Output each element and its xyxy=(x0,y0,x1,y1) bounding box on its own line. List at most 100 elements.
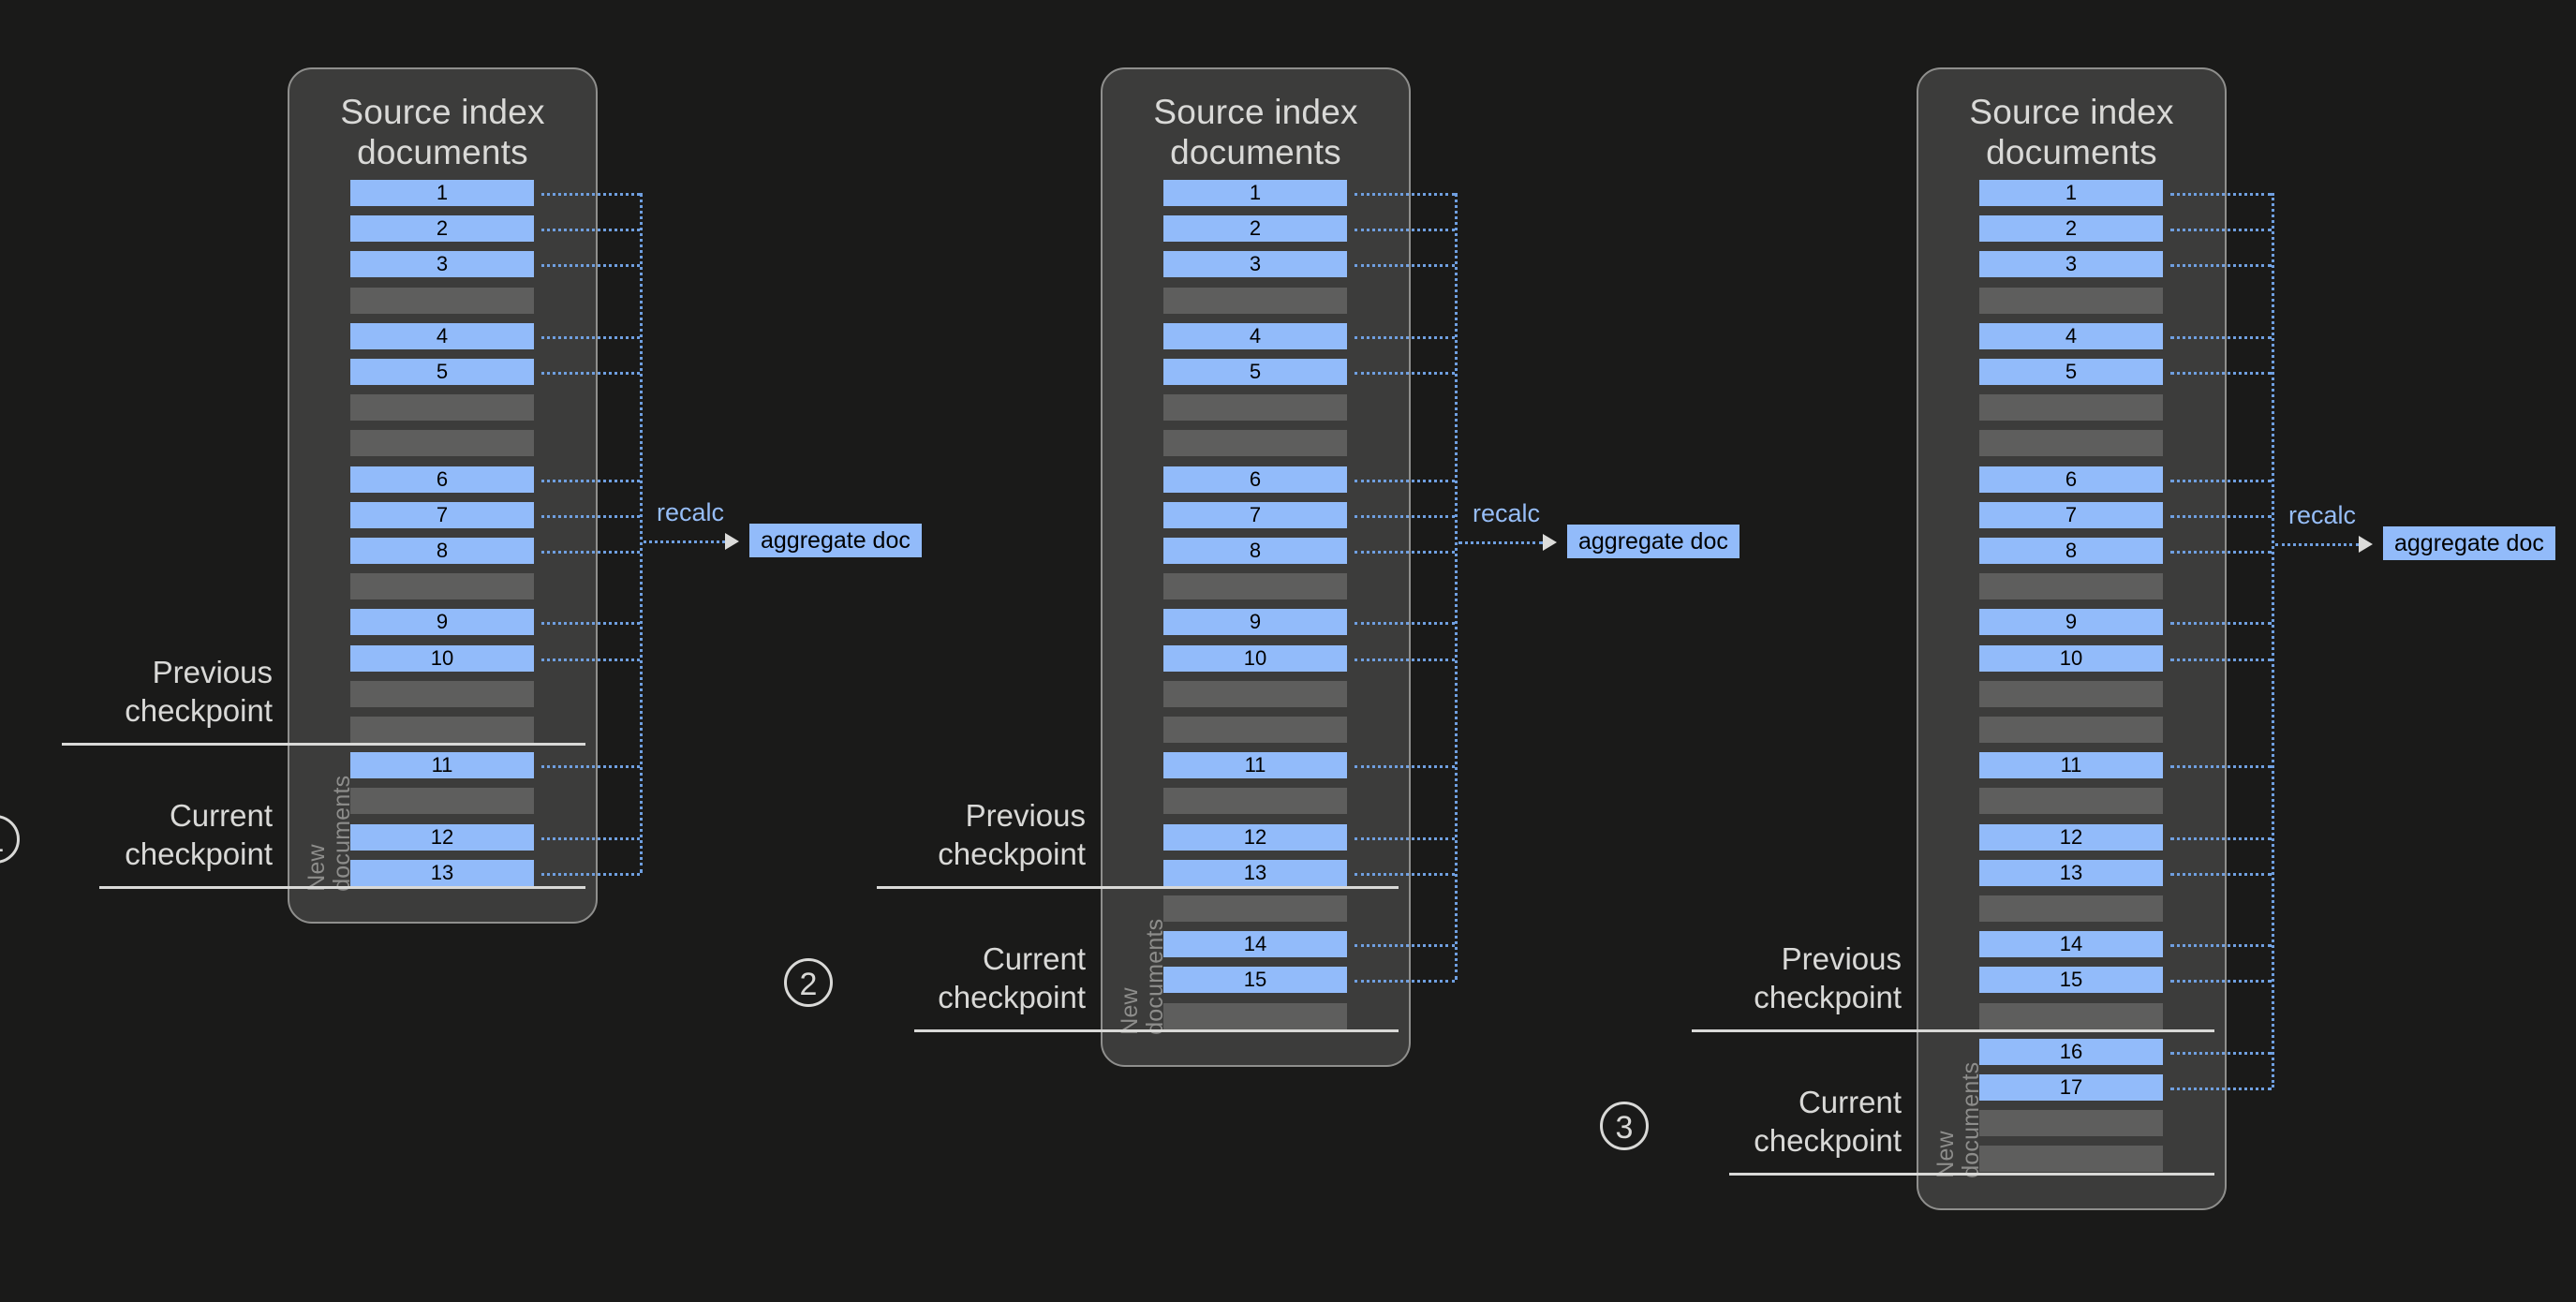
connector-line xyxy=(1355,765,1455,769)
document-row-6: 6 xyxy=(1163,466,1347,493)
document-row-1: 1 xyxy=(1163,180,1347,206)
document-row-number: 14 xyxy=(1243,932,1267,956)
document-row-empty xyxy=(1979,430,2163,457)
document-row-number: 13 xyxy=(430,860,454,884)
previous-checkpoint-divider-3 xyxy=(1692,1028,2214,1032)
connector-bus xyxy=(640,193,643,873)
document-row-number: 1 xyxy=(2065,181,2078,204)
document-row-4: 4 xyxy=(1163,322,1347,349)
document-row-12: 12 xyxy=(1163,823,1347,851)
document-row-number: 7 xyxy=(2065,502,2078,526)
connector-line xyxy=(541,836,640,840)
connector-line xyxy=(2170,872,2272,876)
document-row-12: 12 xyxy=(350,823,534,851)
connector-line xyxy=(2170,514,2272,518)
document-row-number: 11 xyxy=(2060,753,2082,777)
document-row-number: 12 xyxy=(2059,824,2083,849)
document-row-empty xyxy=(1163,717,1347,743)
document-row-empty xyxy=(1163,1002,1347,1029)
document-row-4: 4 xyxy=(350,322,534,349)
document-row-12: 12 xyxy=(1979,823,2163,851)
document-row-empty xyxy=(1979,1002,2163,1029)
document-row-number: 7 xyxy=(436,502,449,526)
document-row-9: 9 xyxy=(350,609,534,636)
document-row-number: 7 xyxy=(1249,502,1262,526)
connector-line xyxy=(2170,1051,2272,1055)
connector-line xyxy=(541,658,640,661)
document-row-11: 11 xyxy=(1979,752,2163,779)
connector-line xyxy=(1355,479,1455,482)
document-row-16: 16 xyxy=(1979,1038,2163,1065)
previous-checkpoint-divider-2 xyxy=(877,886,1399,889)
document-row-17: 17 xyxy=(1979,1074,2163,1101)
connector-line xyxy=(1355,980,1455,984)
document-row-number: 6 xyxy=(1249,466,1262,491)
connector-line xyxy=(2170,193,2272,196)
current-checkpoint-label-3: Current checkpoint xyxy=(1754,1084,1902,1158)
document-row-number: 9 xyxy=(1249,610,1262,634)
document-row-number: 8 xyxy=(1249,539,1262,562)
document-row-5: 5 xyxy=(350,359,534,385)
panel-title-1: Source index documents xyxy=(340,93,545,171)
connector-line xyxy=(541,193,640,196)
document-row-number: 5 xyxy=(2065,360,2078,383)
document-row-number: 12 xyxy=(430,824,454,849)
document-row-7: 7 xyxy=(1163,501,1347,528)
connector-line xyxy=(2170,372,2272,375)
previous-checkpoint-label-2: Previous checkpoint xyxy=(938,798,1086,871)
document-row-11: 11 xyxy=(350,752,534,779)
document-row-empty xyxy=(1979,394,2163,422)
document-row-15: 15 xyxy=(1979,967,2163,994)
step-number-badge-3: 3 xyxy=(1600,1101,1649,1150)
document-row-empty xyxy=(1163,573,1347,600)
document-row-empty xyxy=(1979,717,2163,743)
connector-line xyxy=(541,372,640,375)
recalc-arrow-line xyxy=(2275,543,2359,546)
document-row-number: 5 xyxy=(1249,360,1262,383)
document-row-number: 13 xyxy=(2059,860,2083,884)
document-row-number: 1 xyxy=(1249,181,1262,204)
document-row-number: 15 xyxy=(2059,968,2083,992)
document-row-number: 2 xyxy=(2065,216,2078,241)
current-checkpoint-label-1: Current checkpoint xyxy=(125,798,273,871)
document-row-13: 13 xyxy=(1979,859,2163,886)
aggregate-doc-box-2: aggregate doc xyxy=(1567,525,1740,558)
document-row-6: 6 xyxy=(350,466,534,493)
document-row-number: 2 xyxy=(436,216,449,241)
connector-line xyxy=(2170,944,2272,948)
connector-line xyxy=(1355,229,1455,232)
connector-line xyxy=(2170,335,2272,339)
connector-line xyxy=(1355,872,1455,876)
document-row-empty xyxy=(1163,895,1347,922)
document-row-6: 6 xyxy=(1979,466,2163,493)
recalc-arrow-head xyxy=(725,533,739,550)
document-row-13: 13 xyxy=(350,859,534,886)
document-row-number: 12 xyxy=(1243,824,1267,849)
connector-line xyxy=(1355,622,1455,626)
recalc-label-1: recalc xyxy=(657,498,725,526)
document-row-7: 7 xyxy=(1979,501,2163,528)
document-row-2: 2 xyxy=(1979,215,2163,243)
document-row-empty xyxy=(1163,287,1347,314)
document-row-10: 10 xyxy=(350,644,534,672)
document-row-number: 10 xyxy=(1243,645,1267,670)
connector-line xyxy=(2170,479,2272,482)
document-row-5: 5 xyxy=(1163,359,1347,385)
document-row-number: 4 xyxy=(436,323,449,348)
connector-line xyxy=(1355,514,1455,518)
document-row-number: 3 xyxy=(436,252,449,276)
document-row-2: 2 xyxy=(1163,215,1347,243)
document-row-number: 9 xyxy=(2065,610,2078,634)
document-row-number: 5 xyxy=(436,360,449,383)
connector-line xyxy=(541,514,640,518)
new-documents-label-1: New documents xyxy=(303,775,355,892)
connector-line xyxy=(1355,372,1455,375)
connector-line xyxy=(1355,264,1455,268)
document-row-3: 3 xyxy=(350,251,534,278)
document-row-3: 3 xyxy=(1979,251,2163,278)
document-row-5: 5 xyxy=(1979,359,2163,385)
document-row-10: 10 xyxy=(1979,644,2163,672)
connector-line xyxy=(541,872,640,876)
document-row-number: 1 xyxy=(436,181,449,204)
